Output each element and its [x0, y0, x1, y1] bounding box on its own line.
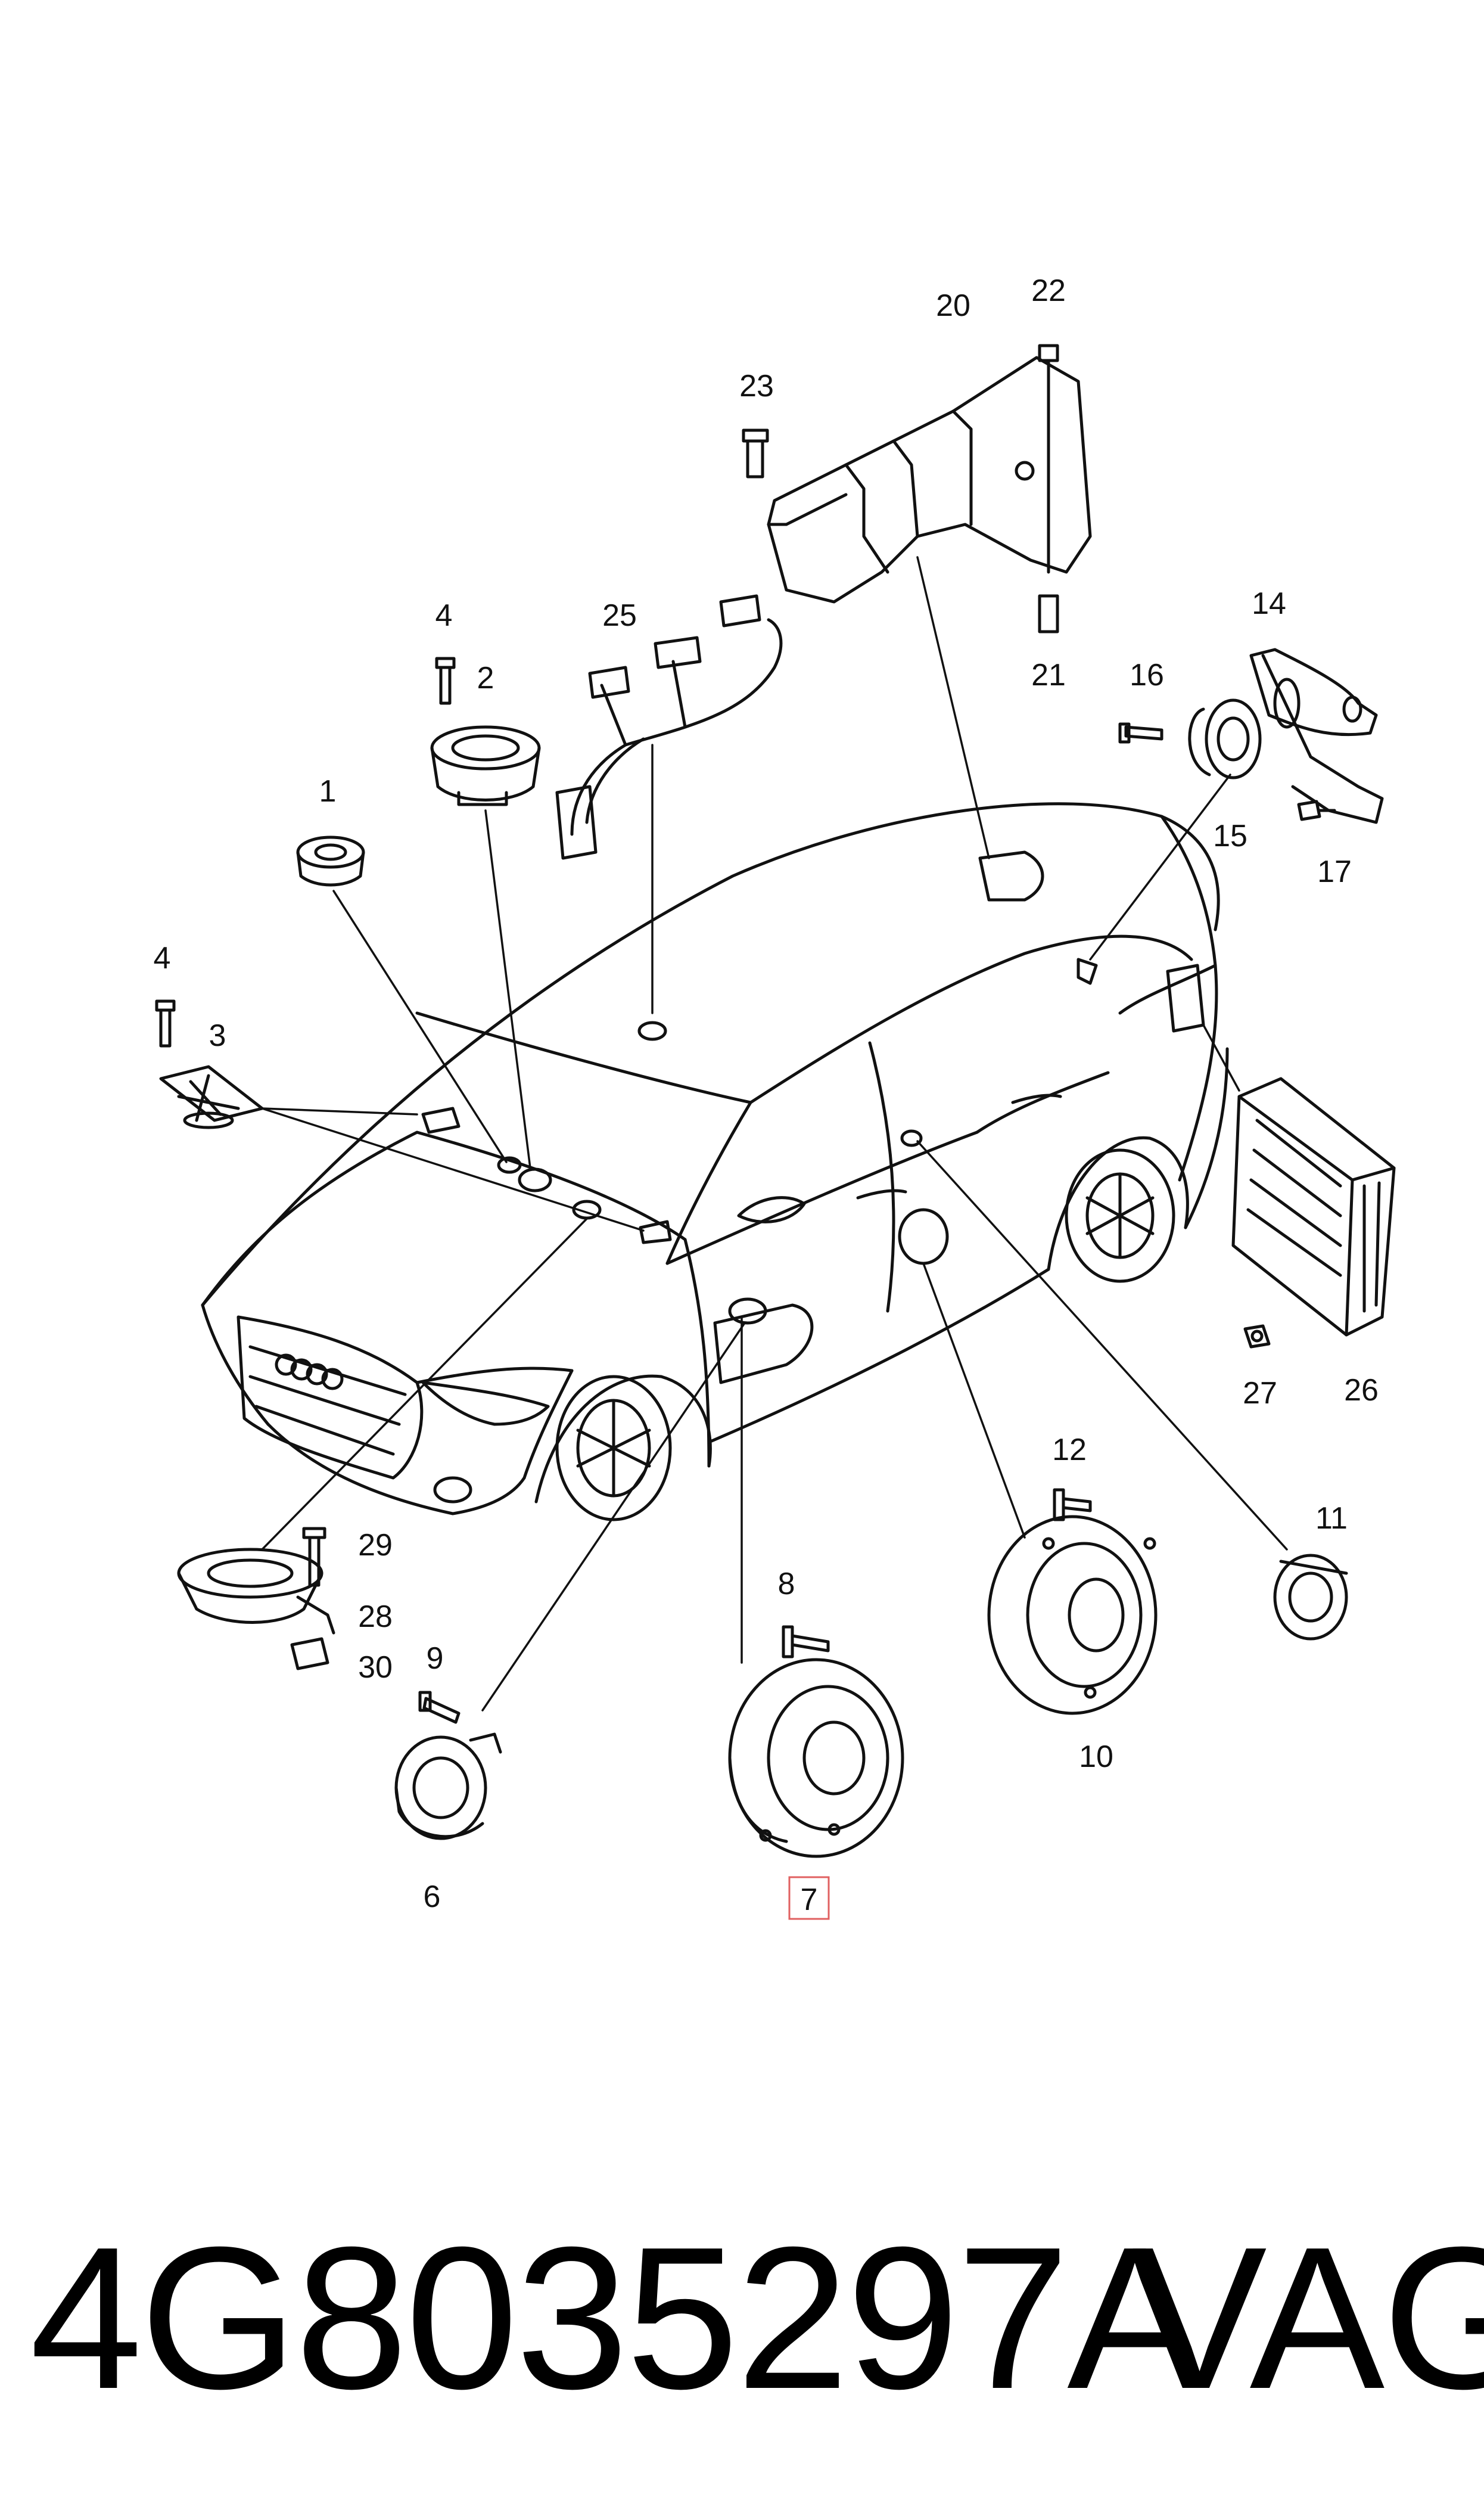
callout-12: 12	[1052, 1433, 1087, 1467]
callout-7-highlight-box	[788, 1876, 830, 1920]
part-1-tweeter	[296, 835, 365, 887]
callout-22: 22	[1031, 274, 1066, 308]
part-4-screw-top	[435, 657, 456, 705]
brand-text: VAG	[1132, 2205, 1484, 2431]
part-2-speaker	[430, 725, 541, 806]
part-16-screw	[1118, 722, 1163, 744]
callout-9: 9	[427, 1641, 444, 1676]
part-3-bracket	[159, 1065, 264, 1129]
callout-27: 27	[1243, 1376, 1277, 1411]
part-28-speaker	[177, 1548, 335, 1635]
part-22-nut	[1038, 344, 1059, 574]
callout-30: 30	[358, 1650, 393, 1685]
callout-26: 26	[1344, 1373, 1379, 1408]
callout-1: 1	[319, 774, 337, 809]
car-mounting-marks	[421, 850, 1205, 1384]
part-21-bolt	[1038, 594, 1059, 633]
callout-2: 2	[477, 661, 494, 695]
callout-6: 6	[424, 1880, 441, 1914]
part-12-screw	[1053, 1488, 1092, 1521]
callout-7: 7	[801, 1883, 818, 1917]
callout-11: 11	[1315, 1501, 1348, 1536]
leader-lines	[261, 556, 1288, 1712]
part-17-clip	[1297, 800, 1336, 821]
part-26-amplifier	[1231, 1077, 1396, 1337]
callout-8: 8	[778, 1567, 795, 1601]
part-29-screw	[302, 1527, 326, 1587]
callout-20: 20	[936, 288, 970, 323]
part-10-speaker	[987, 1515, 1158, 1715]
callout-21: 21	[1031, 658, 1066, 692]
part-27-nut	[1243, 1324, 1271, 1349]
part-15-tweeter	[1188, 698, 1262, 779]
car-body-outline	[201, 802, 1229, 1521]
part-number-text: 4G8035297A	[30, 2205, 1202, 2431]
callout-23: 23	[739, 369, 774, 403]
callout-25: 25	[602, 598, 637, 633]
callout-3: 3	[209, 1018, 226, 1053]
part-20-subwoofer-box	[767, 356, 1092, 604]
callout-10: 10	[1079, 1740, 1113, 1774]
part-11-tweeter	[1273, 1554, 1348, 1641]
part-30-clip	[290, 1637, 329, 1670]
callout-4-top: 4	[435, 598, 453, 633]
part-8-screw	[782, 1625, 830, 1658]
callout-28: 28	[358, 1599, 393, 1634]
callout-14: 14	[1252, 586, 1286, 621]
callout-16: 16	[1130, 658, 1164, 692]
part-7-speaker	[728, 1658, 904, 1858]
part-9-screw	[418, 1691, 461, 1724]
part-6-tweeter	[394, 1732, 502, 1840]
callout-15: 15	[1213, 819, 1247, 853]
part-4-screw-left	[155, 999, 176, 1048]
callout-4-left: 4	[154, 941, 171, 976]
part-14-bracket	[1249, 648, 1384, 824]
part-23-bolt	[742, 428, 769, 479]
callout-29: 29	[358, 1528, 393, 1563]
callout-17: 17	[1317, 855, 1352, 889]
callout-labels: 1 2 4 4 3 25 23 20 22 21 14 16 15 17 26 …	[154, 274, 1379, 1920]
part-25-wire-harness	[555, 594, 783, 860]
